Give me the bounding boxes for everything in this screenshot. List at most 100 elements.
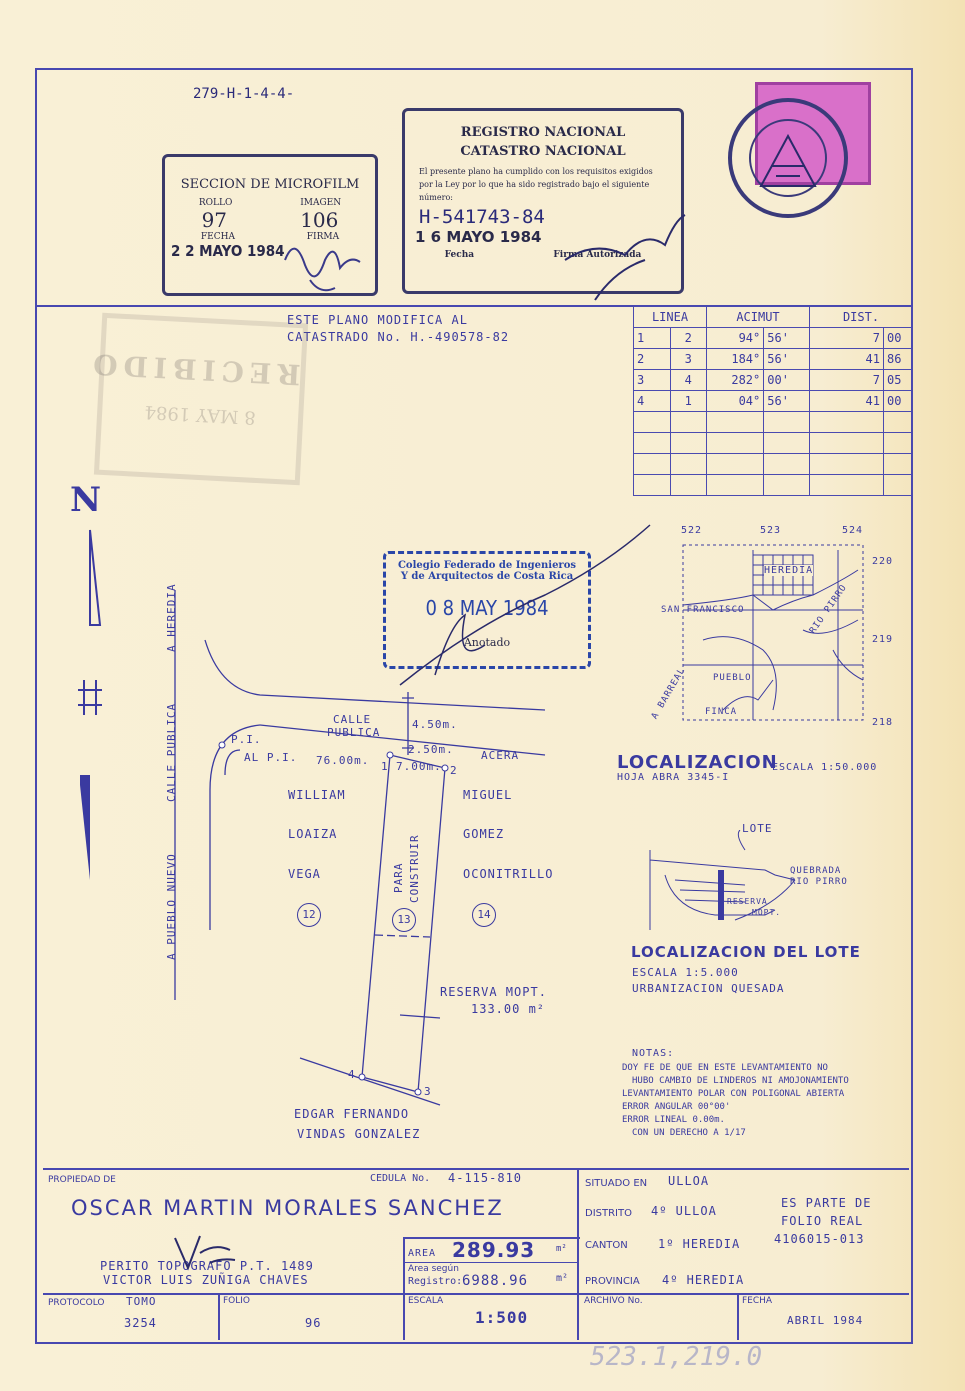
cell: 94° [705,327,765,349]
cell: 00' [763,369,810,391]
distrito-value: 4º ULLOA [651,1204,717,1218]
title-block [43,1168,909,1342]
perito-signature [174,1235,236,1271]
grid-219: 219 [872,634,894,645]
map-finca: FINCA [705,707,738,717]
nota-5: ERROR LINEAL 0.00m. [622,1115,725,1125]
lot-13: 13 [392,908,416,932]
nota-3: LEVANTAMIENTO POLAR CON POLIGONAL ABIERT… [622,1089,845,1099]
microfilm-signature [284,247,361,292]
colegio-line2: Y de Arquitectos de Costa Rica [400,571,574,582]
recibido-text: RECIBIDO [86,347,302,392]
cell [763,453,810,475]
south-owner-2: VINDAS GONZALEZ [297,1127,421,1141]
cell [705,432,765,454]
a-heredia-label: A HEREDIA [165,583,178,652]
col-acimut: ACIMUT [706,306,810,328]
north-arrow-icon [78,529,102,880]
tomo-value: 3254 [124,1316,157,1330]
vertex-3: 3 [424,1085,432,1098]
microfilm-date: 2 2 MAYO 1984 [171,242,285,260]
situado-label: SITUADO EN [585,1178,648,1189]
recibido-date: 8 MAY 1984 [144,401,257,428]
vertex-4: 4 [348,1068,356,1081]
cell [633,432,671,454]
perito-label: PERITO TOPOGRAFO P.T. 1489 [100,1259,314,1273]
east-owner-1: MIGUEL [463,788,513,802]
quebrada-label: QUEBRADA [790,866,842,876]
cell: 3 [669,348,707,370]
folio-label: FOLIO [223,1296,251,1306]
cell [883,474,913,496]
pi-label: P.I. [231,733,262,746]
cell [809,474,884,496]
lote-mopt: MOPT. [752,908,782,917]
canton-value: 1º HEREDIA [658,1237,741,1251]
area-value: 289.93 [452,1238,536,1262]
localizacion-title: LOCALIZACION [617,752,778,773]
grid-524: 524 [842,525,864,536]
cell [809,432,884,454]
provincia-value: 4º HEREDIA [662,1273,745,1287]
cell: 4 [633,390,671,412]
cell [705,411,765,433]
south-owner-1: EDGAR FERNANDO [294,1107,410,1121]
escala-value: 1:500 [475,1308,529,1327]
localizacion-hoja: HOJA ABRA 3345-I [617,772,730,783]
vertex-1: 1 [381,760,389,773]
registro-fecha-label: Fecha [444,250,475,260]
revenue-stamp [755,82,871,185]
canton-label: CANTON [585,1240,628,1251]
footer-col-3 [737,1293,739,1340]
lote-map [649,830,796,930]
nota-1: DOY FE DE QUE EN ESTE LEVANTAMIENTO NO [622,1063,828,1073]
al-pi-label: AL P.I. [244,751,298,764]
map-pueblo-nuevo-1: PUEBLO [713,673,752,683]
width-4-50: 4.50m. [412,718,458,731]
west-owner-1: WILLIAM [288,788,346,802]
owner-name: OSCAR MARTIN MORALES SANCHEZ [71,1196,504,1220]
area-divider [403,1262,578,1263]
cell: 1 [633,327,671,349]
microfilm-stamp: SECCION DE MICROFILM ROLLO IMAGEN 97 106… [162,154,378,296]
nota-6: CON UN DERECHO A 1/17 [632,1128,746,1138]
col-linea: LINEA [633,306,707,328]
nota-2: HUBO CAMBIO DE LINDEROS NI AMOJONAMIENTO [632,1076,849,1086]
recibido-stamp: 8 MAY 1984 RECIBIDO [86,312,309,486]
lote-reserva: RESERVA [727,897,768,906]
cell [669,432,707,454]
reference-code: 279-H-1-4-4- [193,86,295,102]
para-label: PARA [392,862,405,894]
cedula-value: 4-115-810 [448,1171,523,1185]
area-box [403,1237,580,1295]
title-block-hline [43,1293,909,1295]
acera-label: ACERA [481,749,520,762]
cedula-label: CEDULA No. [370,1173,431,1184]
cell: 3 [633,369,671,391]
calle-publica-vertical: CALLE PUBLICA [165,702,178,802]
rio-pirro-label: RIO PIRRO [790,877,848,887]
cell: 05 [883,369,913,391]
cell [633,411,671,433]
notas-title: NOTAS: [632,1048,675,1059]
protocolo-label: PROTOCOLO [48,1298,105,1308]
a-pueblo-nuevo-label: A PUEBLO NUEVO [165,853,178,960]
cell [633,453,671,475]
map-san-francisco: SAN FRANCISCO [661,605,745,615]
grid-220: 220 [872,556,894,567]
rollo-value: 97 [201,208,228,232]
col-dist: DIST. [809,306,913,328]
title-block-vline [577,1168,579,1340]
cell [763,411,810,433]
cell: 7 [809,369,884,391]
cell: 00 [883,390,913,412]
location-map [682,544,864,721]
header-note-2: CATASTRADO No. H.-490578-82 [287,330,510,344]
area-label: AREA [408,1248,437,1259]
cell [883,411,913,433]
cell [809,453,884,475]
fecha-footer-value: ABRIL 1984 [787,1314,864,1327]
registro-label: Registro: [408,1276,463,1287]
registro-area-unit: m² [556,1273,569,1284]
rollo-label: ROLLO [198,198,233,208]
